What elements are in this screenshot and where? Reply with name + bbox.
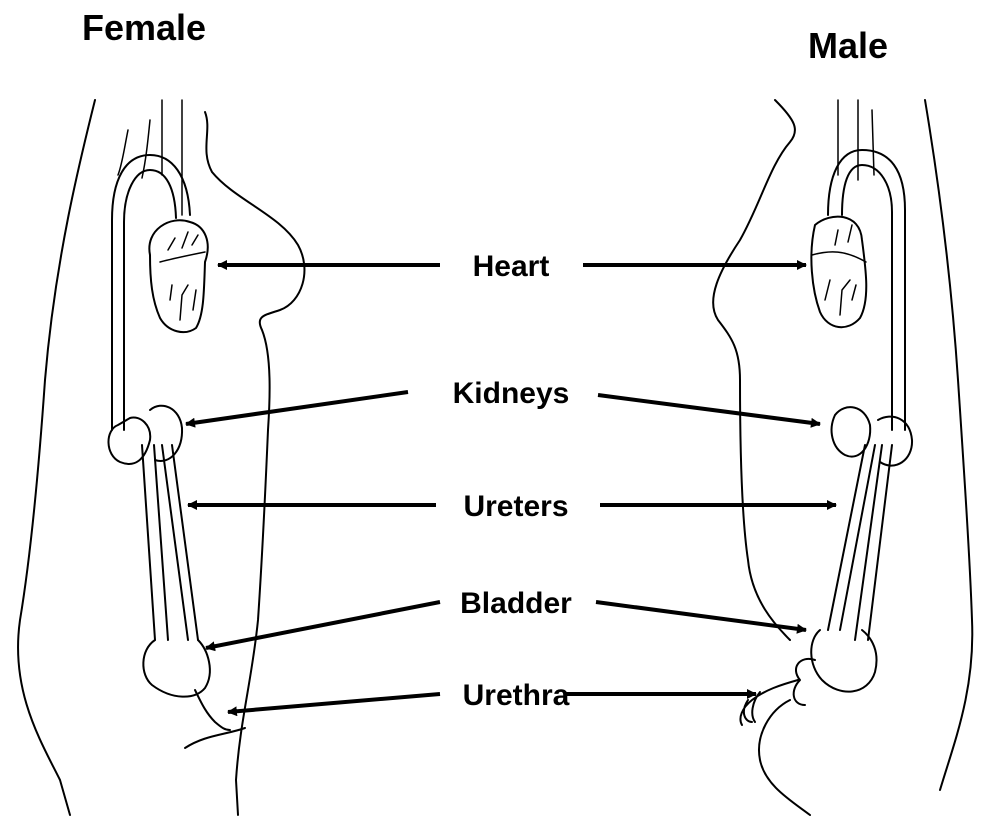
male-body-outline-right: [925, 100, 972, 790]
male-prostate: [794, 659, 815, 705]
title-female: Female: [82, 7, 206, 48]
female-kidney: [108, 417, 150, 463]
male-ureter-4: [868, 445, 892, 640]
female-heart-vessel-b: [170, 285, 196, 320]
label-kidneys: Kidneys: [453, 377, 570, 410]
female-back-outline: [236, 430, 268, 815]
label-ureters: Ureters: [463, 490, 568, 523]
female-heart: [149, 220, 207, 332]
female-heart-vessel-c: [168, 232, 198, 250]
female-chest-outline: [205, 112, 304, 430]
male-aorta-arch-inner: [842, 165, 892, 430]
arrow-urethra-left: [228, 694, 440, 712]
male-heart-vessel-a: [812, 252, 866, 262]
arrow-bladder-left: [206, 602, 440, 648]
arrow-bladder-right: [596, 602, 806, 630]
arrow-kidneys-right: [598, 395, 820, 424]
male-heart: [811, 217, 866, 328]
male-neck-vessel-3: [872, 110, 874, 175]
female-ureter-1: [142, 445, 155, 640]
female-heart-vessel-a: [160, 252, 205, 262]
female-pelvic-line: [185, 728, 245, 748]
female-aorta-arch-inner: [124, 170, 176, 430]
female-body-outline-left: [18, 100, 95, 815]
male-figure: [713, 100, 972, 815]
male-bladder: [811, 630, 876, 692]
male-chest-outline: [713, 100, 795, 380]
label-bladder: Bladder: [460, 587, 572, 620]
male-heart-vessel-c: [835, 225, 852, 245]
arrow-kidneys-left: [186, 392, 408, 424]
label-urethra: Urethra: [463, 679, 570, 712]
female-neck-vessel-1: [118, 130, 128, 175]
male-heart-vessel-b: [825, 280, 856, 315]
label-heart: Heart: [473, 250, 550, 283]
title-male: Male: [808, 25, 888, 66]
female-urethra: [195, 690, 230, 730]
female-bladder: [143, 640, 210, 697]
male-pelvic-outline: [759, 700, 810, 815]
male-kidney-2: [878, 417, 912, 466]
arrows: [186, 265, 836, 712]
